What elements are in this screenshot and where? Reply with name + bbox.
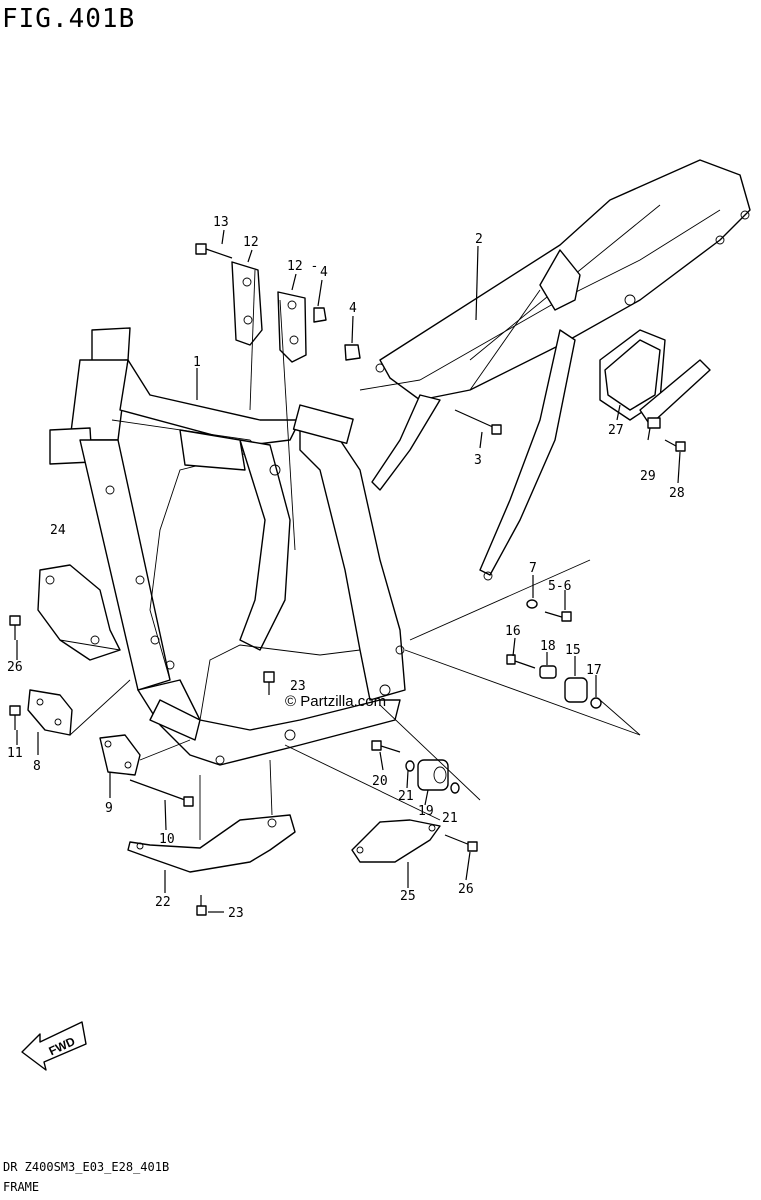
bushing-15[interactable]: [564, 677, 588, 703]
callout-20: 20: [372, 774, 388, 789]
callout-4-upper: 4: [320, 265, 328, 280]
callout-10: 10: [159, 832, 175, 847]
callout-8: 8: [33, 759, 41, 774]
washer-7[interactable]: [526, 599, 538, 609]
callout-24: 24: [50, 523, 66, 538]
callout-26-lower: 26: [458, 882, 474, 897]
rear-subframe-part[interactable]: [371, 159, 751, 581]
callout-7: 7: [529, 561, 537, 576]
callout-18: 18: [540, 639, 556, 654]
bolt-3[interactable]: [454, 409, 502, 435]
bolt-16[interactable]: [506, 654, 536, 669]
bolt-26-lower[interactable]: [444, 834, 478, 852]
bolt-23-lower[interactable]: [196, 895, 207, 916]
bracket-9[interactable]: [99, 734, 141, 776]
main-frame-part[interactable]: [49, 327, 406, 766]
callout-labels: 1 2 3 4 4 12 12 - 13 5-6 7 8 9 10 11 15 …: [7, 215, 685, 921]
callout-25: 25: [400, 889, 416, 904]
callout-5-6: 5-6: [548, 579, 571, 594]
callout-17: 17: [586, 663, 602, 678]
diagram-code: DR Z400SM3_E03_E28_401B: [3, 1160, 170, 1174]
frame-guard-24[interactable]: [37, 564, 121, 661]
washer-17[interactable]: [590, 697, 602, 709]
ecu-bracket-part[interactable]: [599, 329, 711, 429]
callout-21-right: 21: [442, 811, 458, 826]
washer-21-left[interactable]: [405, 760, 415, 772]
bolt-5-6[interactable]: [544, 611, 572, 622]
callout-12-left: 12: [243, 235, 259, 250]
bolt-26-upper[interactable]: [9, 615, 21, 640]
diagram-name: FRAME: [3, 1180, 40, 1194]
nut-4-upper[interactable]: [313, 307, 327, 323]
engine-bracket-12-right[interactable]: [277, 291, 307, 363]
callout-23-upper: 23: [290, 679, 306, 694]
engine-bracket-12-left[interactable]: [231, 261, 263, 346]
callout-3: 3: [474, 453, 482, 468]
bolt-13[interactable]: [195, 243, 233, 259]
callout-26-upper: 26: [7, 660, 23, 675]
chain-guard-25[interactable]: [351, 819, 441, 863]
callout-19: 19: [418, 804, 434, 819]
bolt-20[interactable]: [371, 740, 401, 753]
callout-22: 22: [155, 895, 171, 910]
callout-12-right: 12 -: [287, 259, 318, 274]
callout-16: 16: [505, 624, 521, 639]
watermark-text: © Partzilla.com: [285, 693, 386, 710]
nut-4-lower[interactable]: [344, 344, 361, 361]
figure-title: FIG.401B: [2, 4, 136, 34]
callout-28: 28: [669, 486, 685, 501]
callout-2: 2: [475, 232, 483, 247]
callout-23-lower: 23: [228, 906, 244, 921]
bolt-28[interactable]: [664, 439, 686, 452]
callout-13: 13: [213, 215, 229, 230]
callout-1: 1: [193, 355, 201, 370]
callout-11: 11: [7, 746, 23, 761]
bolt-10[interactable]: [129, 779, 194, 807]
washer-21-right[interactable]: [450, 782, 460, 794]
fwd-arrow-icon: FWD: [21, 1021, 87, 1071]
callout-4-lower: 4: [349, 301, 357, 316]
bolt-23-upper[interactable]: [263, 671, 275, 695]
callout-9: 9: [105, 801, 113, 816]
skid-plate-22[interactable]: [127, 814, 296, 873]
callout-21-left: 21: [398, 789, 414, 804]
callout-29: 29: [640, 469, 656, 484]
spacer-18[interactable]: [539, 665, 557, 679]
leader-lines: [16, 229, 681, 913]
callout-27: 27: [608, 423, 624, 438]
bracket-plate-8[interactable]: [27, 689, 73, 736]
bolt-11[interactable]: [9, 705, 21, 730]
callout-15: 15: [565, 643, 581, 658]
bushing-19[interactable]: [417, 759, 449, 791]
